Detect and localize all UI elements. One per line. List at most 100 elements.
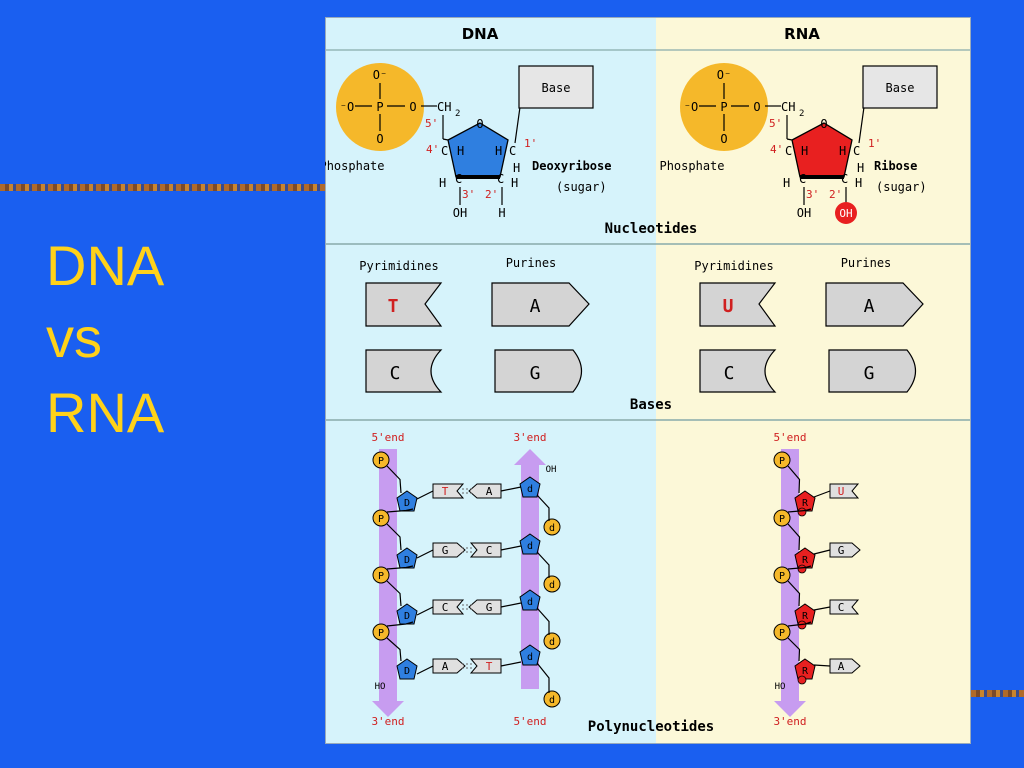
phosphate-marker-label: P — [779, 514, 785, 525]
svg-text:O: O — [476, 117, 483, 131]
rna-sugar-marker-label: R — [802, 666, 809, 677]
svg-text:C: C — [390, 363, 401, 384]
svg-text:2: 2 — [455, 109, 460, 119]
base-link — [813, 549, 831, 555]
backbone-link — [386, 637, 402, 662]
base-link — [813, 490, 831, 498]
svg-text:Purines: Purines — [841, 256, 892, 270]
dna-base-left-label: T — [442, 485, 449, 498]
sugar-label: (sugar) — [556, 180, 607, 194]
svg-text:2: 2 — [799, 109, 804, 119]
phosphate-marker-rev-label: d — [549, 637, 555, 648]
svg-text:⁻O: ⁻O — [684, 100, 698, 114]
svg-text:O: O — [720, 132, 727, 146]
rna-base — [829, 542, 861, 558]
base-link — [416, 665, 434, 675]
phosphate-circle — [680, 63, 768, 151]
dna-sugar-marker-rev-label: d — [527, 652, 533, 663]
backbone-link — [787, 465, 801, 494]
svg-text:P: P — [720, 100, 727, 114]
base-shape-purine — [494, 349, 583, 393]
svg-text:2': 2' — [829, 188, 842, 201]
dna-sugar-marker-rev — [519, 476, 541, 498]
dna-strand-right — [514, 449, 546, 689]
phosphate-marker — [773, 623, 791, 641]
svg-text:G: G — [864, 363, 875, 384]
end-label-3: 3'end — [371, 715, 404, 728]
phosphate-marker-rev-label: d — [549, 695, 555, 706]
phosphate-marker-rev — [543, 518, 561, 536]
svg-text:5': 5' — [769, 117, 782, 130]
ribose-hydroxyl-highlight — [835, 202, 857, 224]
phosphate-marker — [372, 509, 390, 527]
phosphate-marker-label: P — [779, 628, 785, 639]
phosphate-marker — [372, 566, 390, 584]
phosphate-marker-label: P — [378, 456, 384, 467]
svg-text:H: H — [498, 206, 505, 220]
backbone-link — [787, 621, 812, 627]
slide-title-line-1: DNA — [46, 234, 165, 297]
backbone-link — [536, 662, 550, 693]
svg-text:O: O — [409, 100, 416, 114]
dna-base-right-label: A — [486, 485, 493, 498]
phosphate-marker-rev — [543, 632, 561, 650]
rna-bases: Pyrimidines Purines U A C G — [694, 256, 924, 393]
svg-text:Base: Base — [542, 81, 571, 95]
base-shape-purine — [491, 282, 590, 327]
polynucleotides-section-label: Polynucleotides — [588, 719, 714, 735]
svg-text:Purines: Purines — [506, 256, 557, 270]
dna-base-right-label: G — [486, 601, 493, 614]
phosphate-marker-label: P — [779, 571, 785, 582]
sugar-label: (sugar) — [876, 180, 927, 194]
dna-sugar-marker — [396, 490, 418, 512]
backbone-link — [536, 551, 550, 578]
svg-text:A: A — [864, 296, 875, 317]
rna-base-label: G — [838, 544, 845, 557]
phosphate-marker — [773, 451, 791, 469]
backbone-link — [787, 637, 801, 662]
dna-sugar-marker — [396, 658, 418, 680]
end-label-3: 3'end — [513, 431, 546, 444]
base-link — [416, 490, 434, 500]
end-label-5: 5'end — [513, 715, 546, 728]
svg-text:T: T — [388, 296, 399, 317]
base-box — [862, 65, 938, 109]
dna-sugar-marker-rev — [519, 589, 541, 611]
svg-text:C: C — [455, 172, 462, 186]
base-link — [813, 664, 831, 667]
svg-text:C: C — [441, 144, 448, 158]
rna-sugar-marker-label: R — [802, 498, 809, 509]
end-label-5: 5'end — [773, 431, 806, 444]
backbone-link — [787, 565, 812, 570]
base-box — [518, 65, 594, 109]
phosphate-marker-label: P — [378, 628, 384, 639]
dna-sugar-marker-rev — [519, 533, 541, 555]
svg-text:H: H — [801, 144, 808, 158]
nucleotides-section-label: Nucleotides — [605, 221, 698, 237]
rna-base — [829, 483, 860, 499]
svg-text:C: C — [841, 172, 848, 186]
dna-base-right-label: C — [486, 544, 493, 557]
base-shape-pyrimidine — [699, 349, 777, 393]
dna-sugar-marker-label: D — [404, 611, 410, 622]
slide-title-line-3: RNA — [46, 381, 165, 444]
svg-text:P: P — [376, 100, 383, 114]
svg-text:H: H — [839, 144, 846, 158]
phosphate-marker — [372, 623, 390, 641]
phosphate-marker-rev — [543, 690, 561, 708]
dna-sugar-marker — [396, 547, 418, 569]
end-label-5: 5'end — [371, 431, 404, 444]
ribose-hydroxyl-dot — [797, 564, 807, 574]
dna-sugar-marker-rev-label: d — [527, 484, 533, 495]
svg-text:2': 2' — [485, 188, 498, 201]
svg-text:U: U — [723, 296, 734, 317]
dna-rna-diagram: DNA RNA O⁻ P ⁻O O O Phosphate CH 2 5' O … — [325, 17, 971, 744]
dna-sugar-marker-rev-label: d — [527, 541, 533, 552]
dna-sugar-marker-label: D — [404, 498, 410, 509]
backbone-link — [386, 508, 414, 513]
svg-text:H: H — [513, 161, 520, 175]
dna-sugar-marker-rev-label: d — [527, 597, 533, 608]
base-shape-purine — [828, 349, 917, 393]
svg-text:H: H — [855, 176, 862, 190]
phosphate-marker-label: P — [779, 456, 785, 467]
